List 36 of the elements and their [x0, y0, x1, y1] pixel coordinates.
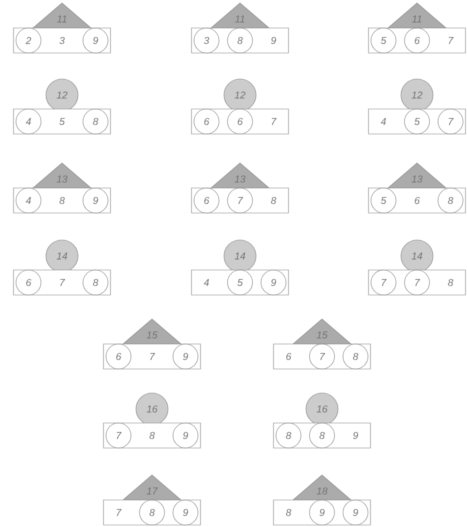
circled-number: 9: [82, 28, 108, 54]
circled-number: 8: [342, 344, 368, 370]
circled-number: 8: [276, 422, 302, 448]
circled-number: 7: [370, 270, 396, 296]
circled-number: 4: [16, 188, 42, 214]
circled-number: 9: [309, 500, 335, 526]
circled-number: 8: [309, 422, 335, 448]
circled-number: 6: [194, 108, 220, 134]
circled-number: 5: [370, 28, 396, 54]
circled-number: 8: [227, 28, 253, 54]
circled-number: 4: [16, 108, 42, 134]
circled-number: 9: [172, 344, 198, 370]
circled-number: 9: [172, 422, 198, 448]
circled-number: 2: [16, 28, 42, 54]
circled-number: 6: [16, 270, 42, 296]
circled-number: 7: [227, 188, 253, 214]
circled-number: 9: [172, 500, 198, 526]
circled-number: 6: [227, 108, 253, 134]
circled-number: 8: [82, 108, 108, 134]
circled-number: 6: [194, 188, 220, 214]
circled-number: 7: [309, 344, 335, 370]
circled-number: 5: [370, 188, 396, 214]
circled-number: 6: [404, 28, 430, 54]
circled-number: 8: [438, 188, 464, 214]
circled-number: 9: [342, 500, 368, 526]
circled-number: 7: [438, 108, 464, 134]
circled-number: 5: [227, 270, 253, 296]
circled-number: 8: [139, 500, 165, 526]
circled-number: 3: [194, 28, 220, 54]
circled-number: 7: [404, 270, 430, 296]
circled-number: 5: [404, 108, 430, 134]
circled-number: 6: [106, 344, 132, 370]
circled-number: 9: [82, 188, 108, 214]
circled-number: 7: [106, 422, 132, 448]
circled-number: 9: [260, 270, 286, 296]
circled-number: 8: [82, 270, 108, 296]
